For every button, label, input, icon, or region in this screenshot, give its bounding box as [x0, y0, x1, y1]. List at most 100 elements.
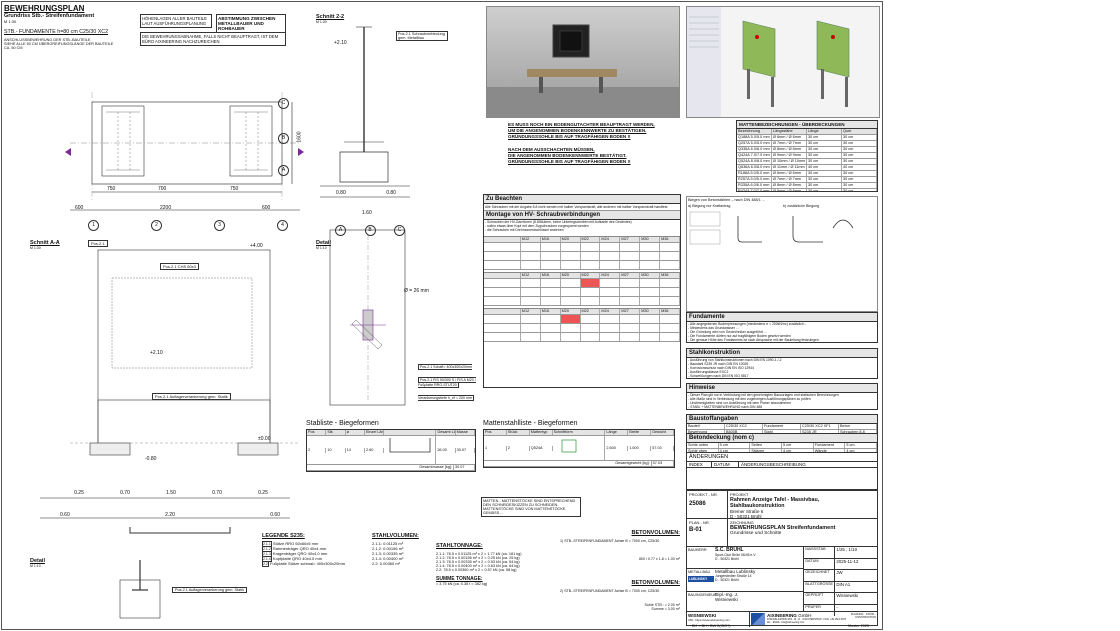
stahlkonst-title: Stahlkonstruktion [687, 349, 877, 358]
detail-axis-b: B [364, 225, 376, 236]
model-screenshot [686, 6, 880, 118]
bolt-cell [660, 297, 680, 305]
mat-c-l: 2.600 [605, 445, 629, 451]
bolt-cell [620, 261, 641, 269]
bauherr3: D - 50321 Brühl [715, 557, 739, 561]
detail-small-label: Detail [30, 558, 45, 564]
baustoff-row-cell: Bewehrung [687, 430, 725, 435]
baustoff-row-cell: Schrauben 8.8 [839, 430, 877, 435]
bolt-cell [660, 324, 680, 332]
stahlkonst-panel: Stahlkonstruktion - Ausführung von Stahl… [686, 348, 878, 379]
biege-panel: Biegen von Betonstählen – nach DIN 488/1… [686, 196, 878, 312]
betondeckung-row-cell: 4 cm [719, 449, 751, 454]
detail-pos-b-text: Pos.2.1 FIS 90/300 S / FIS A M20 / Veran… [418, 377, 476, 401]
blatt: DIN A1 [836, 581, 851, 587]
mat-c-g: 57.03 [651, 445, 674, 451]
mattenbez-row-cell: Ø 10mm / Ø 10mm [773, 159, 807, 164]
col-2: 2 [151, 220, 162, 231]
note-heights: HÖHENLAGEN ALLER BAUTEILE LAUT AUSFÜHRUN… [140, 14, 212, 28]
montage-line-1: - Schrauben der HV-Garnituren (8.8/Mutte… [485, 220, 632, 224]
mattenbez-title: MATTENBEZEICHNUNGEN - ÜBERDECKUNGEN [737, 121, 877, 129]
bolt-cell [620, 324, 641, 332]
bolt-head-cell: M24 [600, 309, 621, 314]
zeichnung-label: ZEICHNUNG [730, 520, 754, 525]
hinweise-item: - STABL + MATTENBEWEHRUNG nach DIN 488 [688, 405, 763, 409]
stab-c-d: 14 [346, 447, 365, 453]
soil-note-l1: ES MUSS NOCH EIN BODENGUTACHTER BEAUFTRA… [508, 122, 655, 127]
metallbau-label: METALLBAU [688, 570, 711, 574]
bolt-cell [541, 261, 561, 269]
section-aa-dims-a: 0.25 0.70 1.50 0.70 0.25 [56, 490, 286, 496]
soil-note: ES MUSS NOCH EIN BODENGUTACHTER BEAUFTRA… [508, 122, 684, 165]
elev-b: +2.10 [150, 350, 163, 356]
proj-addr1: Bremer Straße 6 [730, 509, 764, 514]
bolt-head-cell: M30 [640, 237, 661, 242]
bolt-head-cell: M24 [600, 237, 621, 242]
bolt-head-empty [484, 273, 521, 278]
stahlvol-item: 2.1.1: 0.01125 m³ [372, 541, 404, 546]
dim-a-1: 0.25 [74, 490, 84, 496]
bolt-cell [640, 297, 661, 305]
baustoff-row-cell: C25/30 XC2 XF1 [801, 424, 839, 429]
bolt-cell [541, 333, 561, 341]
betonvol1-title: BETONVOLUMEN: [631, 530, 680, 536]
stab-footer-val: 30.07 [454, 465, 475, 470]
mattenbez-row-cell: 30 cm [842, 171, 877, 176]
footer-right: Muster 2025 [848, 624, 870, 628]
stab-c-stk: 10 [326, 447, 346, 453]
bolt-head-cell: M36 [660, 309, 680, 314]
tonnage-item: 2.1.1: 78.5 x 0.01125 m³ x 2 = 1.77 kN (… [436, 552, 522, 556]
stahlkonst-item: - Ausführungsklasse EXC2 [688, 370, 729, 374]
hinweise-item: - Alle Maße sind in Verbindung mit den z… [688, 397, 811, 401]
gezeichnet: JW [836, 570, 843, 576]
stab-h-d: ø [346, 430, 365, 435]
mat-h-form: Schnittform [553, 430, 606, 435]
bolt-cell [640, 279, 661, 287]
bolt-cell [600, 315, 621, 323]
mattenbez-row-cell: R335A 6.0/6.0 mm [737, 183, 772, 188]
dim-total-2: 2200 [160, 205, 172, 211]
ingenieur-label: BAUINGENIEUR [688, 593, 717, 597]
bolt-cell [660, 288, 680, 296]
bolt-cell [581, 288, 601, 296]
section-22-drawing [320, 26, 410, 198]
baustoff-title: Baustoffangaben [687, 415, 877, 424]
elev-a: +4.00 [250, 243, 263, 249]
bolt-cell [561, 252, 581, 260]
section-aa-dimlines [40, 497, 290, 534]
stab-h-pos: Pos [307, 430, 327, 435]
footer-left: BH = BH / BW 2(ISO?) [692, 624, 731, 628]
biege-title: Biegen von Betonstählen – nach DIN 488/1… [688, 198, 766, 202]
mattenbez-row-cell: Q188A 5.0/5.0 mm [737, 135, 772, 140]
anschluss-note: ANSCHLUSSBEWEHRUNG DER STB.-BAUTEILE [4, 38, 91, 42]
section-22-dims: 0.80 0.80 [336, 190, 396, 196]
bolt-cell [521, 261, 541, 269]
betondeckung-row-cell: Wände [814, 449, 846, 454]
firm-left2: URL: https://www.aixineering.com [688, 618, 730, 622]
proj-cell: PROJEKT Rahmen Anzeige Tafel - Massivbau… [728, 491, 877, 519]
bolt-head-cell: M24 [600, 273, 621, 278]
bolt-cell [620, 315, 641, 323]
stab-h-gl: Gesamt Länge [437, 430, 456, 435]
pos-label-3: Pos.2.1 Auflagerverankerung gem. Statik [152, 385, 232, 403]
stab-h-m: Masse [456, 430, 475, 435]
tonnage-sum-title: SUMME TONNAGE: [436, 576, 483, 582]
parties-col: BAUHERR S.C. BRÜHL Sport-Club Brühl 06/4… [687, 547, 805, 611]
mattenbez-row-cell: R424A 7.0/7.0 mm [737, 189, 772, 191]
dim-a-3: 1.50 [166, 490, 176, 496]
fundamente-item: - Alle angegebenen Bodenpressungen (mind… [688, 322, 807, 326]
elev-c: ±0.00 [258, 436, 271, 442]
legende-item-text: Fußplatte Stütze schmal= 400x300x20mm [270, 561, 346, 566]
aenderungen-panel: ÄNDERUNGEN INDEX DATUM ÄNDERUNGSBESCHREI… [686, 452, 878, 490]
bauherr-cell: S.C. BRÜHL Sport-Club Brühl 06/45 e.V. D… [715, 547, 803, 568]
bolt-table-row [484, 261, 680, 270]
foundation-spec: STB.- FUNDAMENTE h=80 cm C25/30 XC2 [4, 29, 109, 35]
betonvol1-line2: 800 / 0.77 x 1.8 = 1.00 m³ [638, 557, 680, 561]
tonnage-item: 2.2: 78.5 x 0.00360 m³ x 2 = 0.57 kN (ca… [436, 568, 517, 572]
bauherr-label: BAUHERR [688, 548, 707, 552]
betonvol2-title: BETONVOLUMEN: [631, 580, 680, 586]
aend-h-index: INDEX [687, 462, 712, 467]
hinweise-item: - Dieser Plan gilt nur in Verbindung mit… [688, 393, 839, 397]
bolt-cell [561, 243, 581, 251]
